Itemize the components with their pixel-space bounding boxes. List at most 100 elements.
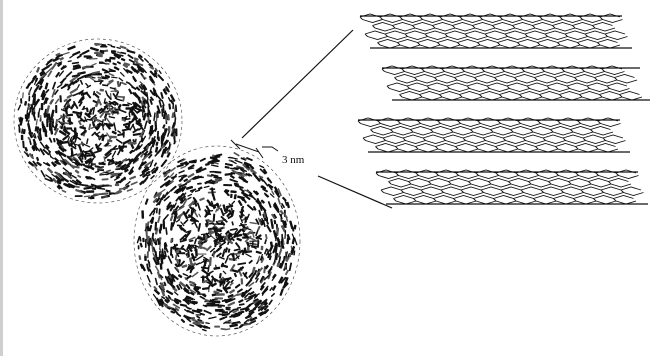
upper-particle-flake <box>92 100 97 104</box>
lower-particle-flake <box>165 227 168 235</box>
upper-particle-flake <box>93 194 99 196</box>
upper-particle-flake <box>128 88 133 94</box>
lower-particle-flake <box>194 222 198 228</box>
lower-particle-flake <box>251 245 257 247</box>
lower-particle-flake <box>191 271 198 277</box>
upper-particle-flake <box>53 138 56 143</box>
upper-particle-flake <box>111 45 116 48</box>
upper-particle-flake <box>95 170 100 173</box>
upper-particle-flake <box>114 66 120 71</box>
upper-particle-flake <box>45 144 50 149</box>
lower-particle-flake <box>241 278 244 284</box>
upper-particle-flake <box>66 94 73 99</box>
upper-particle-flake <box>95 165 101 168</box>
lower-particle-flake <box>146 275 150 283</box>
graphene-sheet-2-hex-row <box>382 66 625 75</box>
upper-particle-flake <box>157 74 164 81</box>
upper-particle-flake <box>61 189 66 193</box>
upper-particle-flake <box>100 89 104 92</box>
lower-particle-flake <box>240 210 243 218</box>
lower-particle-flake <box>221 264 229 268</box>
lower-particle-flake <box>198 223 202 232</box>
upper-particle-flake <box>36 157 39 162</box>
upper-particle-flake <box>21 135 24 140</box>
lower-particle-flake <box>265 219 269 225</box>
lower-particle-flake <box>199 197 205 201</box>
lower-particle-flake <box>216 252 222 257</box>
upper-particle-flake <box>24 101 27 106</box>
upper-particle-flake <box>67 45 76 50</box>
lower-particle-flake <box>147 251 149 258</box>
upper-particle-flake <box>23 151 29 157</box>
upper-particle-flake <box>88 108 93 115</box>
scale-leader <box>262 147 278 151</box>
upper-particle-flake <box>91 163 96 164</box>
lower-particle-flake <box>227 253 232 258</box>
lower-particle-flake <box>247 204 255 211</box>
upper-particle <box>14 39 182 203</box>
lower-particle-flake <box>157 216 161 223</box>
lower-particle-flake <box>214 326 220 328</box>
upper-particle-flake <box>154 121 157 128</box>
upper-particle-flake <box>156 114 158 122</box>
upper-particle-flake <box>20 98 22 103</box>
lower-particle-flake <box>220 328 226 330</box>
lower-particle-flake <box>204 185 210 188</box>
graphene-sheet-4-hex-row <box>394 196 637 205</box>
upper-particle-flake <box>59 95 62 102</box>
upper-particle-flake <box>76 54 82 59</box>
lower-particle-flake <box>234 194 237 199</box>
upper-particle-flake <box>47 167 54 174</box>
graphene-sheet-1-hex-row <box>360 14 623 23</box>
lower-particle-flake <box>203 310 212 315</box>
lower-particle-flake <box>180 318 185 323</box>
upper-particle-flake <box>128 113 130 118</box>
upper-particle-flake <box>117 130 121 133</box>
lower-particle-flake <box>258 210 261 216</box>
upper-particle-flake <box>168 126 170 131</box>
lower-particle-flake <box>170 238 173 243</box>
upper-particle-flake <box>174 136 176 144</box>
lower-particle-flake <box>197 183 202 185</box>
upper-particle-flake <box>169 142 170 150</box>
upper-particle-flake <box>70 103 76 110</box>
upper-particle-flake <box>116 138 123 144</box>
upper-particle-flake <box>109 116 116 119</box>
upper-particle-flake <box>154 127 158 132</box>
upper-particle-flake <box>55 105 57 113</box>
lower-particle-flake <box>186 186 193 190</box>
lower-particle-flake <box>155 278 158 286</box>
upper-particle-flake <box>39 141 45 149</box>
lower-particle-flake <box>223 236 227 238</box>
upper-particle-flake <box>112 150 117 158</box>
lower-particle-flake <box>289 262 293 271</box>
zoom-line-upper <box>242 30 353 138</box>
lower-particle-flake <box>277 198 281 205</box>
upper-particle-flake <box>77 175 81 179</box>
lower-particle-flake <box>202 329 207 332</box>
lower-particle-flake <box>271 224 273 229</box>
lower-particle-flake <box>237 307 241 309</box>
upper-particle-flake <box>68 142 71 147</box>
graphene-sheet-3-hex-row <box>363 135 626 144</box>
lower-particle-flake <box>215 297 223 299</box>
lower-particle-flake <box>205 305 212 307</box>
lower-particle-flake <box>167 268 171 276</box>
lower-particle-flake <box>285 269 289 275</box>
lower-particle-flake <box>178 170 185 174</box>
lower-particle-flake <box>203 325 211 329</box>
upper-particle-flake <box>62 52 70 56</box>
upper-particle-flake <box>86 107 89 112</box>
lower-particle-flake <box>238 266 245 272</box>
upper-particle-flake <box>172 104 174 110</box>
upper-particle-flake <box>84 55 91 57</box>
upper-particle-flake <box>24 147 28 152</box>
lower-particle-flake <box>286 237 289 244</box>
lower-particle-flake <box>238 299 244 303</box>
lower-particle-flake <box>246 157 253 161</box>
lower-particle-flake <box>217 223 224 225</box>
upper-particle-flake <box>22 141 25 148</box>
upper-particle-flake <box>55 72 60 78</box>
lower-particle-flake <box>234 327 239 329</box>
lower-particle-flake <box>245 253 252 257</box>
